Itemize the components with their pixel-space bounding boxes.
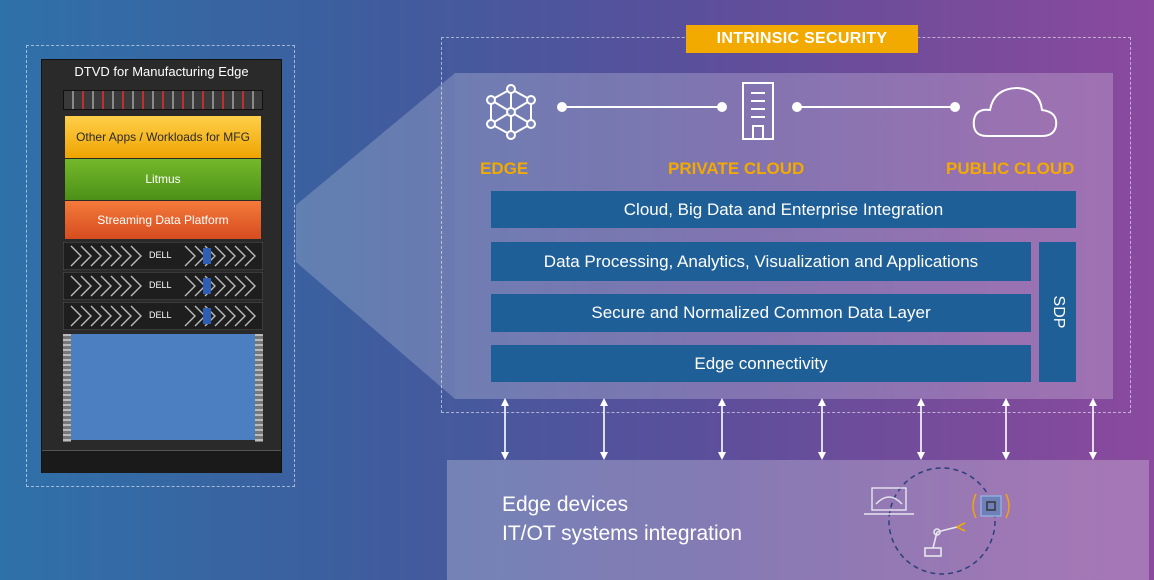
- private-cloud-building-icon: [742, 82, 774, 140]
- rack-empty-space: [71, 334, 255, 440]
- robot-arm-icon: [924, 522, 966, 557]
- dell-server-1: DELL: [62, 241, 264, 271]
- intrinsic-security-label: INTRINSIC SECURITY: [686, 25, 918, 53]
- server-rack: DTVD for Manufacturing Edge Other Apps /…: [41, 59, 282, 473]
- layer-cloud-integration: Cloud, Big Data and Enterprise Integrati…: [491, 191, 1076, 228]
- rack-rail-left: [63, 334, 71, 442]
- layer-edge-connectivity: Edge connectivity: [491, 345, 1031, 382]
- band-litmus: Litmus: [65, 159, 261, 200]
- server-bezel-icon: [62, 301, 264, 331]
- layer-common-data: Secure and Normalized Common Data Layer: [491, 294, 1031, 332]
- location-private-cloud: PRIVATE CLOUD: [668, 159, 805, 178]
- rack-rail-right: [255, 334, 263, 442]
- server-brand: DELL: [149, 310, 172, 320]
- server-brand: DELL: [149, 250, 172, 260]
- device-ring: [888, 467, 996, 575]
- public-cloud-icon: [972, 86, 1058, 137]
- location-edge: EDGE: [480, 159, 529, 178]
- sdp-bar: SDP: [1039, 242, 1076, 382]
- server-bezel-icon: [62, 241, 264, 271]
- edge-network-icon: [486, 84, 536, 140]
- laptop-icon: [864, 487, 914, 515]
- server-bezel-icon: [62, 271, 264, 301]
- band-streaming-data-platform: Streaming Data Platform: [65, 201, 261, 239]
- dell-server-3: DELL: [62, 301, 264, 331]
- devices-title: Edge devices: [502, 493, 629, 516]
- rack-frame: [26, 45, 295, 487]
- devices-subtitle: IT/OT systems integration: [502, 522, 743, 545]
- rack-base: [42, 450, 281, 473]
- layer-data-processing: Data Processing, Analytics, Visualizatio…: [491, 242, 1031, 281]
- connector-line: [557, 102, 960, 112]
- dell-server-2: DELL: [62, 271, 264, 301]
- top-server-unit: [63, 90, 263, 110]
- location-public-cloud: PUBLIC CLOUD: [946, 159, 1075, 178]
- sensor-icon: [972, 493, 1010, 519]
- server-brand: DELL: [149, 280, 172, 290]
- edge-devices-panel: [447, 460, 1149, 580]
- architecture-panel: [455, 73, 1113, 399]
- band-other-apps: Other Apps / Workloads for MFG: [65, 116, 261, 158]
- rack-title: DTVD for Manufacturing Edge: [74, 64, 249, 79]
